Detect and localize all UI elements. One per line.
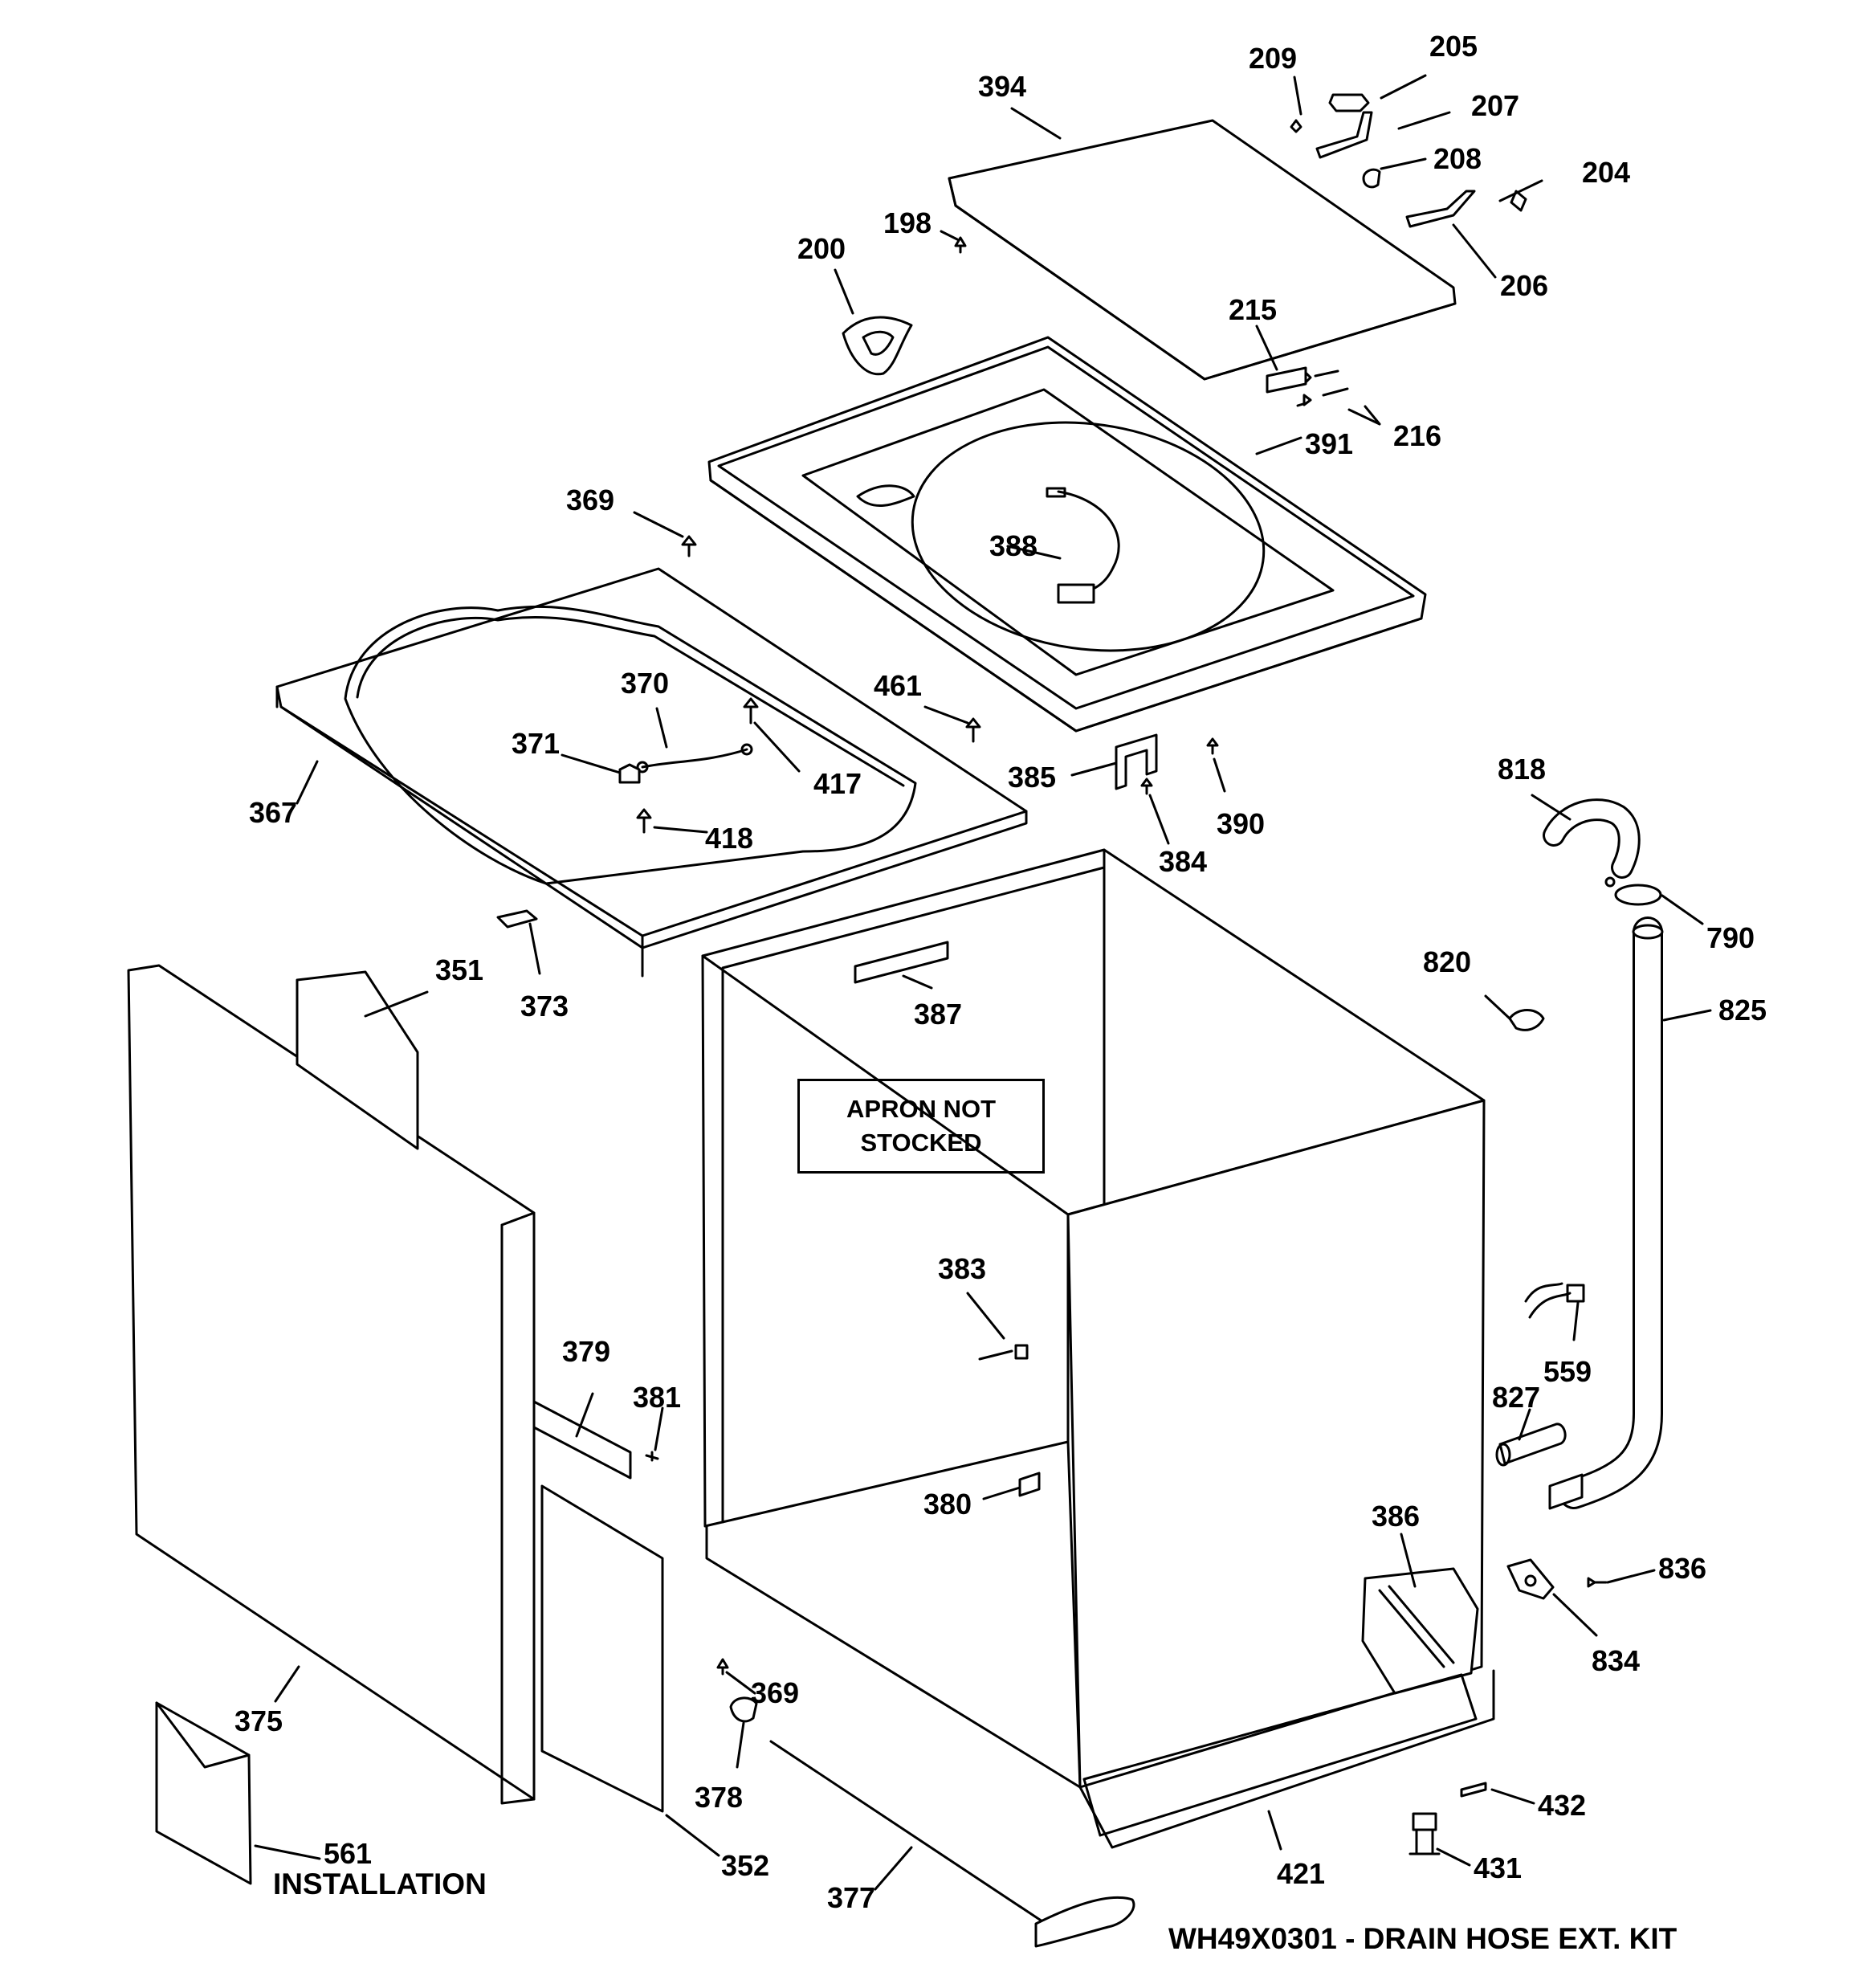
part-label-204: 204 — [1582, 156, 1631, 189]
installation-note: INSTALLATION — [273, 1868, 487, 1900]
rail-part-379 — [532, 1400, 632, 1480]
part-label-205: 205 — [1429, 30, 1478, 63]
part-label-834: 834 — [1592, 1644, 1641, 1677]
screw-part-198 — [954, 236, 967, 254]
screw-part-381 — [645, 1451, 659, 1462]
part-label-390: 390 — [1217, 807, 1266, 840]
screw-part-384 — [1140, 778, 1153, 795]
leader-lines — [254, 74, 1712, 1891]
part-label-207: 207 — [1471, 89, 1520, 122]
part-label-370: 370 — [621, 667, 670, 700]
part-label-385: 385 — [1008, 761, 1057, 794]
part-label-216: 216 — [1393, 419, 1442, 452]
ground-strap-part-370 — [636, 743, 753, 774]
plug-part-383 — [978, 1344, 1029, 1361]
hinge-bracket-part-385 — [1115, 733, 1158, 790]
apron-not-stocked-note: APRON NOT STOCKED — [797, 1079, 1045, 1174]
part-label-383: 383 — [938, 1252, 987, 1285]
part-label-818: 818 — [1498, 753, 1547, 786]
apron-note-line1: APRON NOT — [846, 1095, 996, 1124]
handle-part-200 — [842, 316, 913, 376]
part-label-387: 387 — [914, 998, 963, 1031]
clip-part-387 — [854, 941, 949, 984]
base-part-421 — [1082, 1673, 1478, 1837]
bracket-part-380 — [1018, 1472, 1041, 1497]
foot-part-431 — [1408, 1812, 1441, 1855]
panel-part-352 — [540, 1484, 664, 1813]
part-label-351: 351 — [435, 953, 484, 986]
part-label-377: 377 — [827, 1881, 876, 1914]
pin-part-432 — [1460, 1782, 1487, 1798]
part-label-825: 825 — [1718, 994, 1767, 1027]
part-label-379: 379 — [562, 1335, 611, 1368]
part-label-206: 206 — [1500, 269, 1549, 302]
part-label-417: 417 — [813, 767, 862, 800]
part-label-367: 367 — [249, 796, 298, 829]
clamp-part-790 — [1604, 876, 1662, 906]
part-label-209: 209 — [1249, 42, 1298, 75]
part-label-461: 461 — [874, 669, 923, 702]
hose-connector-part-827 — [1495, 1423, 1567, 1467]
part-label-432: 432 — [1538, 1789, 1587, 1822]
rod-part-377 — [769, 1740, 1135, 1948]
part-label-375: 375 — [234, 1704, 283, 1737]
screw-part-461 — [965, 717, 981, 743]
part-label-790: 790 — [1706, 921, 1755, 954]
part-label-561: 561 — [324, 1837, 373, 1870]
clip-part-820 — [1508, 1009, 1545, 1031]
apron-note-line2: STOCKED — [860, 1129, 982, 1157]
part-label-369-bottom: 369 — [751, 1676, 800, 1709]
top-cover-part-391 — [707, 336, 1427, 733]
wire-harness-part-388 — [1046, 487, 1120, 604]
part-label-380: 380 — [923, 1488, 972, 1521]
bracket-part-834 — [1506, 1558, 1555, 1600]
part-label-384: 384 — [1159, 845, 1208, 878]
screw-part-417 — [743, 697, 759, 725]
envelope-part-561 — [155, 1701, 252, 1885]
clip-part-371 — [618, 763, 641, 784]
front-panel-part-375 — [127, 964, 536, 1805]
screw-part-418 — [636, 808, 652, 834]
hose-part-818 — [1543, 798, 1641, 879]
wire-part-559 — [1524, 1282, 1585, 1319]
lid-part-394 — [948, 119, 1457, 381]
part-label-381: 381 — [633, 1381, 682, 1414]
part-label-418: 418 — [705, 822, 754, 855]
hinge-cluster-204-209 — [1290, 93, 1527, 228]
bracket-part-215 — [1266, 366, 1307, 394]
clip-part-373 — [496, 909, 538, 929]
insulation-part-351 — [296, 970, 419, 1150]
part-label-391: 391 — [1305, 427, 1354, 460]
part-label-559: 559 — [1543, 1355, 1592, 1388]
part-label-369-top: 369 — [566, 484, 615, 516]
part-label-198: 198 — [883, 206, 932, 239]
part-label-200: 200 — [797, 232, 846, 265]
part-label-431: 431 — [1474, 1851, 1523, 1884]
screw-part-390 — [1206, 737, 1219, 755]
screw-part-836 — [1587, 1577, 1608, 1588]
part-label-373: 373 — [520, 990, 569, 1023]
screw-part-369-top — [681, 535, 697, 557]
plug-part-378 — [729, 1696, 758, 1723]
part-label-208: 208 — [1433, 142, 1482, 175]
part-label-394: 394 — [978, 70, 1027, 103]
part-label-371: 371 — [512, 727, 561, 760]
drain-hose-part-825 — [1548, 916, 1664, 1510]
part-label-388: 388 — [989, 529, 1038, 562]
part-label-827: 827 — [1492, 1381, 1541, 1414]
part-label-378: 378 — [695, 1781, 744, 1814]
part-label-386: 386 — [1372, 1500, 1421, 1533]
drain-hose-kit-note: WH49X0301 - DRAIN HOSE EXT. KIT — [1168, 1922, 1678, 1955]
base-frame-part-367 — [275, 567, 1028, 978]
panel-part-386 — [1361, 1567, 1479, 1695]
screws-part-216 — [1296, 369, 1349, 407]
screw-part-369-bottom — [716, 1658, 729, 1676]
part-label-352: 352 — [721, 1849, 770, 1882]
part-label-421: 421 — [1277, 1857, 1326, 1890]
part-label-836: 836 — [1658, 1552, 1707, 1585]
part-label-215: 215 — [1229, 293, 1278, 326]
part-label-820: 820 — [1423, 945, 1472, 978]
